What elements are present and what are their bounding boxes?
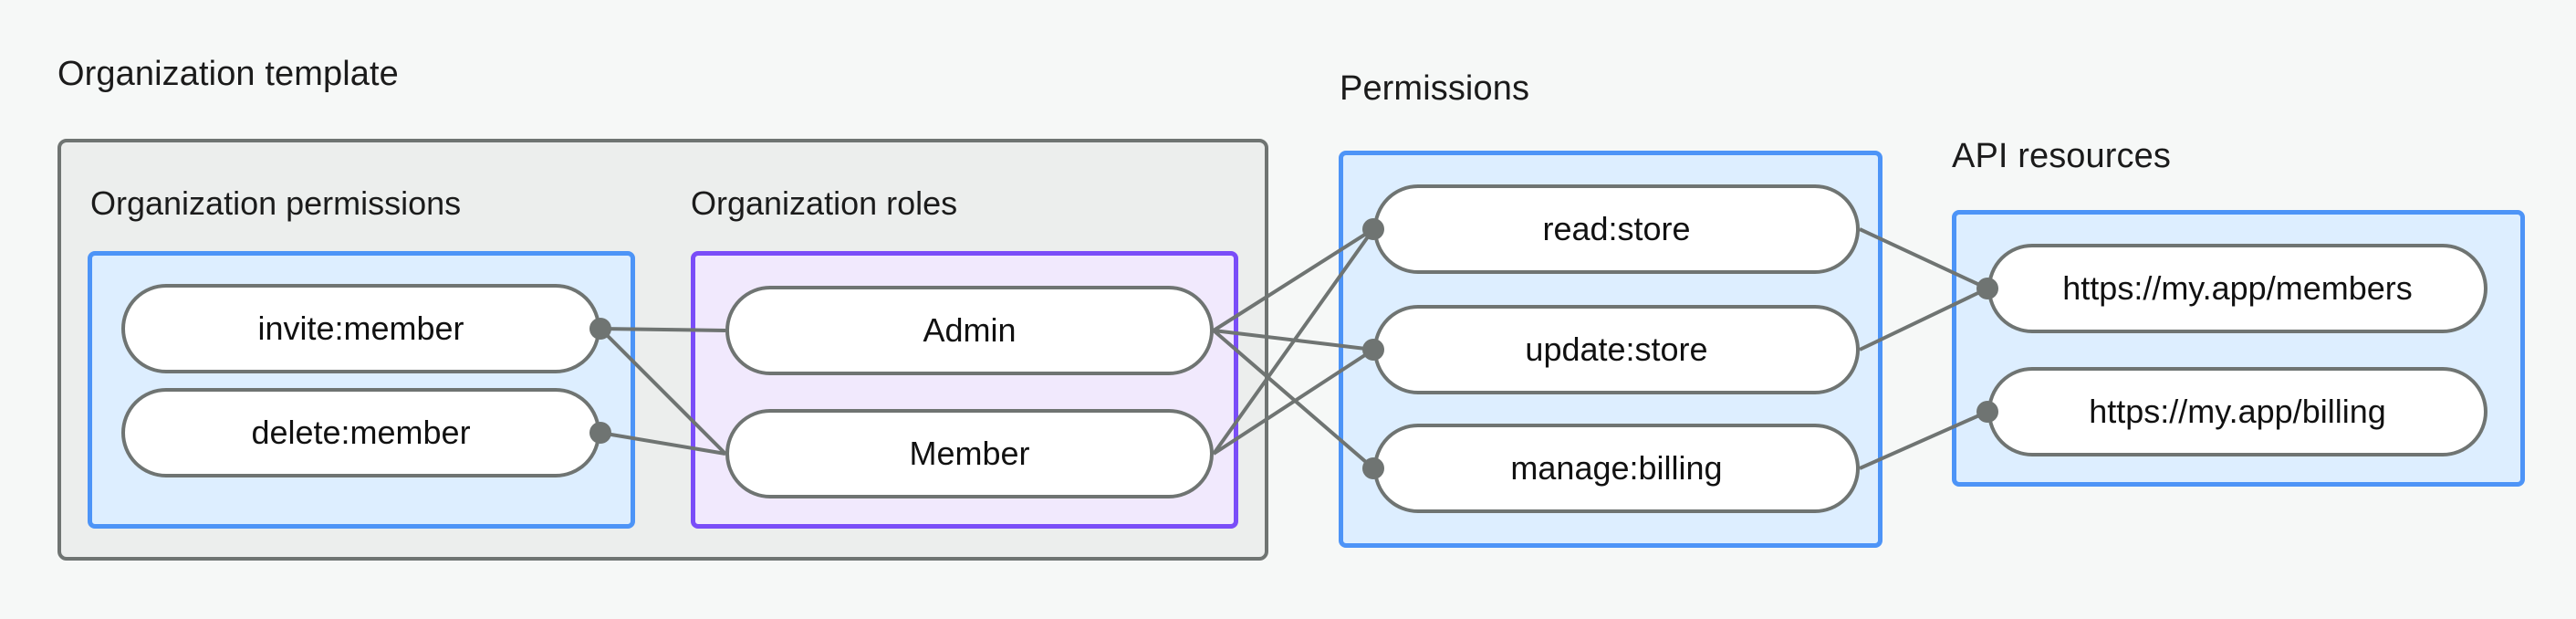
node-manage-billing[interactable]: manage:billing <box>1373 424 1860 513</box>
node-manage-billing-label: manage:billing <box>1510 449 1723 487</box>
node-read-store[interactable]: read:store <box>1373 184 1860 274</box>
node-admin-label: Admin <box>923 311 1017 349</box>
node-invite-member[interactable]: invite:member <box>121 284 600 373</box>
api-resources-title: API resources <box>1952 137 2171 175</box>
node-invite-member-label: invite:member <box>257 310 464 347</box>
node-update-store-label: update:store <box>1525 330 1708 368</box>
node-admin[interactable]: Admin <box>725 286 1214 375</box>
node-delete-member-label: delete:member <box>251 414 471 451</box>
node-my-app-members-label: https://my.app/members <box>2062 269 2413 307</box>
organization-roles-title: Organization roles <box>691 184 958 222</box>
node-member-label: Member <box>909 435 1030 472</box>
node-my-app-members[interactable]: https://my.app/members <box>1987 244 2487 333</box>
node-my-app-billing-label: https://my.app/billing <box>2089 393 2386 430</box>
organization-permissions-title: Organization permissions <box>90 184 462 222</box>
organization-template-title: Organization template <box>57 55 399 93</box>
node-read-store-label: read:store <box>1542 210 1691 247</box>
node-delete-member[interactable]: delete:member <box>121 388 600 477</box>
node-member[interactable]: Member <box>725 409 1214 498</box>
permissions-title: Permissions <box>1340 69 1530 108</box>
node-update-store[interactable]: update:store <box>1373 305 1860 394</box>
node-my-app-billing[interactable]: https://my.app/billing <box>1987 367 2487 456</box>
